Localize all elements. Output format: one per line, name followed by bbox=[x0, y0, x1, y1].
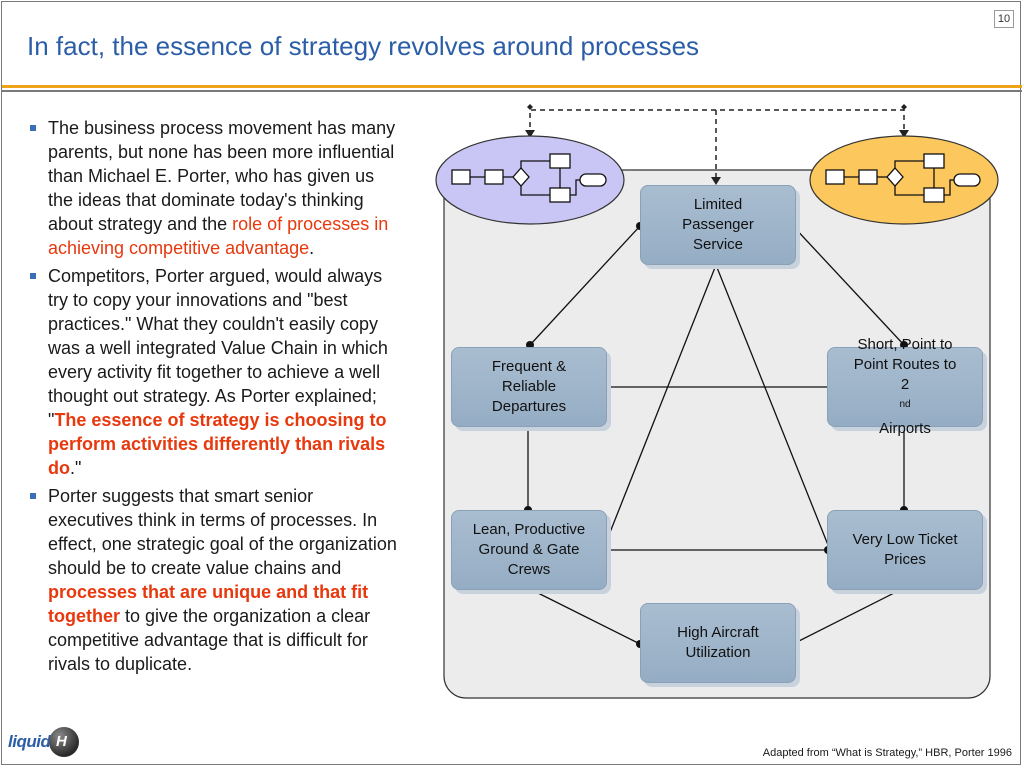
bullet-item-3: Porter suggests that smart senior execut… bbox=[28, 484, 403, 676]
slide-title: In fact, the essence of strategy revolve… bbox=[27, 31, 700, 61]
diamond-icon bbox=[527, 104, 533, 110]
bullet-item-1: The business process movement has many p… bbox=[28, 116, 403, 260]
arrowhead-icon bbox=[711, 177, 721, 185]
logo-wordmark: liquid bbox=[8, 732, 51, 751]
logo-ball-icon bbox=[49, 727, 79, 757]
bullet-square-icon bbox=[30, 493, 36, 499]
arrowhead-icon bbox=[525, 130, 535, 138]
title-rule-gray bbox=[2, 90, 1022, 92]
bullet-list: The business process movement has many p… bbox=[28, 116, 403, 680]
bullet-square-icon bbox=[30, 273, 36, 279]
arrowhead-icon bbox=[899, 130, 909, 138]
highlight-text: role of processes in achieving competiti… bbox=[48, 214, 389, 258]
highlight-text: processes that are unique and that fit t… bbox=[48, 582, 369, 626]
dashed-link bbox=[529, 109, 905, 136]
process-flow-right-icon bbox=[809, 135, 999, 225]
page-number: 10 bbox=[994, 10, 1014, 28]
highlight-quote: The essence of strategy is choosing to p… bbox=[48, 410, 387, 478]
title-rule-orange bbox=[2, 85, 1022, 88]
source-note: Adapted from “What is Strategy,” HBR, Po… bbox=[762, 747, 1012, 759]
bullet-item-2: Competitors, Porter argued, would always… bbox=[28, 264, 403, 480]
company-logo: liquid H bbox=[8, 724, 88, 760]
process-flow-left-icon bbox=[435, 135, 625, 225]
diamond-icon bbox=[901, 104, 907, 110]
connector-lines bbox=[527, 225, 905, 645]
bullet-square-icon bbox=[30, 125, 36, 131]
logo-ball-letter: H bbox=[56, 733, 67, 750]
